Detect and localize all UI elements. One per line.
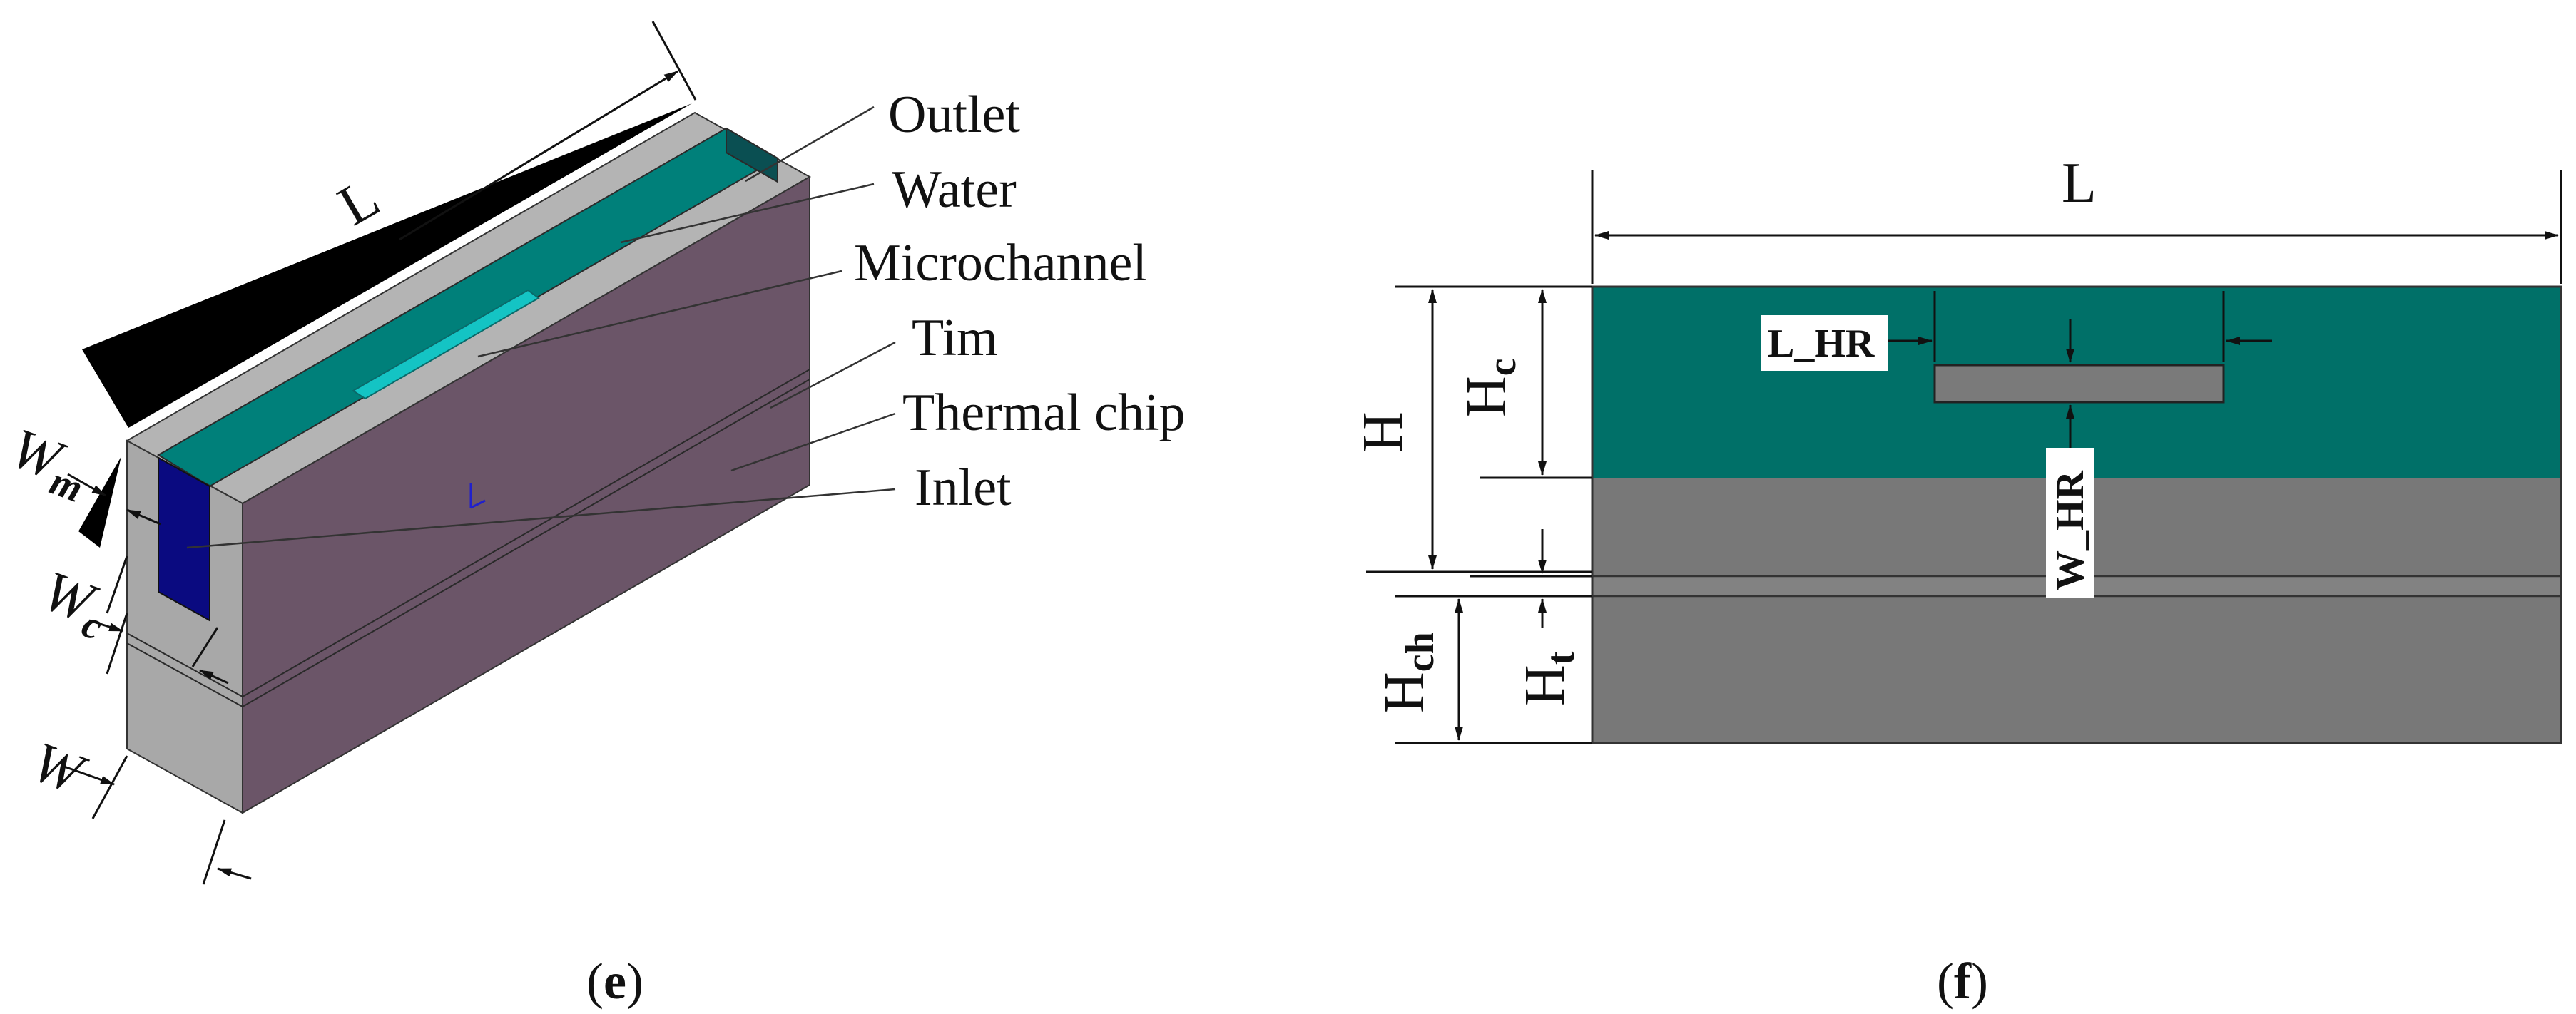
dim-wc-ext-2 — [106, 613, 128, 675]
microchannel-rect — [1933, 364, 2225, 404]
dim-l-label: L — [328, 166, 390, 238]
label-tim: Tim — [912, 309, 998, 367]
dim-w-ext-2 — [202, 819, 226, 885]
section-outline — [1591, 285, 2562, 744]
dim-h-label: H — [1352, 411, 1415, 453]
leader-microchannel — [477, 270, 842, 358]
caption-f: (f) — [1937, 953, 1988, 1010]
thermal-chip-side-face — [242, 175, 810, 814]
dim-wc-ext-1 — [106, 555, 128, 614]
dim-wc-arrow — [88, 619, 123, 633]
dim-lhr-label: L_HR — [1768, 322, 1875, 366]
tim-front-line-2 — [126, 642, 243, 707]
dim-w-arrow — [63, 765, 115, 786]
tim-layer-line-2 — [242, 379, 810, 707]
dim-wc-ext-3 — [191, 627, 219, 667]
outlet-opening — [726, 127, 778, 183]
origin-axis-icon — [469, 483, 486, 509]
dim-w-ext-1 — [91, 755, 128, 819]
dim-l-label-f: L — [2062, 152, 2097, 215]
leader-water — [620, 183, 875, 244]
tim-layer-line-1 — [242, 369, 810, 697]
dim-wm-arrow — [67, 473, 106, 497]
dim-lhr-label-bg — [1761, 315, 1888, 371]
dim-ht-label: Ht — [1514, 651, 1583, 706]
panel-f-cross-section: L H Hc Hch Ht L_HR — [1352, 152, 2562, 1010]
label-water: Water — [892, 160, 1017, 219]
dim-w-arrow-2 — [217, 867, 252, 880]
label-outlet: Outlet — [888, 86, 1020, 144]
leader-inlet — [186, 488, 896, 549]
dim-whr-label: W_HR — [2048, 470, 2092, 590]
label-inlet: Inlet — [915, 459, 1012, 517]
length-wedge-shape — [82, 103, 692, 428]
leader-outlet — [745, 106, 875, 183]
dim-l-arrow — [399, 70, 678, 241]
caption-e: (e) — [586, 953, 643, 1010]
dim-wm-label: Wm — [0, 416, 98, 511]
leader-tim — [770, 341, 896, 409]
dim-wc-arrow-2 — [199, 669, 229, 685]
microchannel-strip — [352, 289, 540, 400]
dim-hch-label: Hch — [1373, 632, 1442, 713]
panel-e-3d-model: L Wm Wc W Outlet Water Microchannel — [0, 21, 1186, 1010]
dim-whr-label-bg — [2046, 448, 2094, 598]
label-thermal-chip: Thermal chip — [902, 384, 1186, 442]
dim-hc-label: Hc — [1455, 358, 1524, 417]
leader-thermal-chip — [730, 412, 896, 472]
dim-w-label: W — [24, 730, 95, 807]
inlet-opening — [158, 456, 210, 622]
width-m-wedge-shape — [78, 456, 121, 548]
tim-front-line-1 — [126, 633, 243, 697]
section-chip-lower — [1592, 596, 2561, 743]
dim-wc-label: Wc — [31, 559, 118, 649]
label-microchannel: Microchannel — [854, 234, 1147, 292]
dim-l-extension-top — [651, 21, 697, 101]
dim-wm-arrow-2 — [126, 508, 161, 526]
